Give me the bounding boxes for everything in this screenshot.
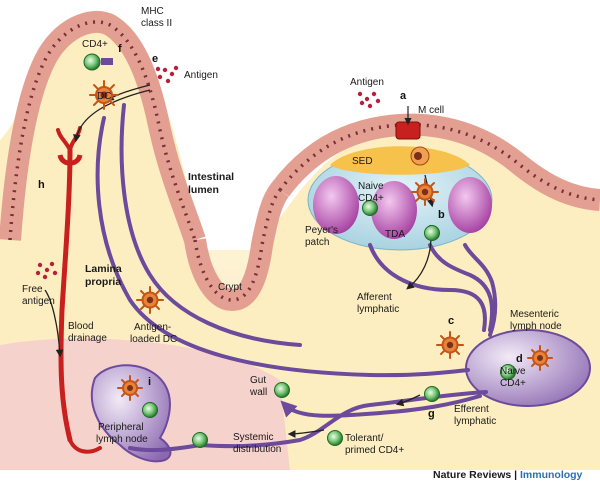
- step-letter-h: h: [38, 179, 45, 191]
- label-systemic-distribution-1: Systemic: [233, 432, 274, 443]
- step-letter-g: g: [428, 408, 435, 420]
- label-naive-cd4-pp-1: Naive: [358, 181, 384, 192]
- credit-journal: Nature Reviews: [433, 469, 511, 481]
- label-gut-wall-1: Gut: [250, 375, 266, 386]
- label-m-cell: M cell: [418, 105, 444, 116]
- m-cell: [395, 121, 421, 140]
- antigen-cluster-free: [35, 261, 58, 280]
- capillary-end: [57, 154, 83, 166]
- label-antigen-villus: Antigen: [184, 70, 218, 81]
- dc-in-sed: [410, 146, 430, 166]
- label-gut-wall-2: wall: [249, 387, 267, 398]
- label-afferent-lymphatic-1: Afferent: [357, 292, 392, 303]
- label-free-antigen-2: antigen: [22, 296, 55, 307]
- label-naive-cd4-mln-1: Naive: [500, 366, 526, 377]
- peyers-follicle-left: [313, 176, 359, 234]
- label-antigen-loaded-dc-1: Antigen-: [134, 322, 171, 333]
- lymphatic-vessels: [95, 103, 498, 453]
- credit-separator: |: [514, 469, 520, 481]
- step-letter-c: c: [448, 315, 454, 327]
- mesenteric-lymph-node: [465, 329, 591, 407]
- label-peyers-patch-2: patch: [305, 237, 329, 248]
- label-intestinal-lumen-1: Intestinal: [188, 171, 234, 183]
- sed-region: [330, 146, 470, 175]
- label-naive-cd4-mln-2: CD4+: [500, 378, 526, 389]
- label-mesenteric-lymph-node-2: lymph node: [510, 321, 562, 332]
- step-letter-i: i: [148, 376, 151, 388]
- step-letter-d: d: [516, 353, 523, 365]
- label-mhc-class-ii-1: MHC: [141, 6, 164, 17]
- label-peyers-patch-1: Peyer's: [305, 225, 338, 236]
- label-dc: DC: [97, 91, 111, 102]
- label-sed: SED: [352, 156, 373, 167]
- label-tolerant-primed-cd4-1: Tolerant/: [345, 433, 384, 444]
- step-letter-b: b: [438, 209, 445, 221]
- label-lamina-propria-2: propria: [85, 276, 121, 288]
- label-blood-drainage-1: Blood: [68, 321, 94, 332]
- label-antigen-loaded-dc-2: loaded DC: [130, 334, 177, 345]
- label-crypt: Crypt: [218, 282, 242, 293]
- label-intestinal-lumen-2: lumen: [188, 184, 219, 196]
- step-letter-a: a: [400, 90, 407, 102]
- dendritic-cells: [89, 80, 553, 401]
- label-efferent-lymphatic-2: lymphatic: [454, 416, 496, 427]
- step-letter-f: f: [118, 43, 122, 55]
- peyers-follicle-middle: [371, 181, 417, 239]
- label-afferent-lymphatic-2: lymphatic: [357, 304, 399, 315]
- label-peripheral-lymph-node-1: Peripheral: [98, 422, 144, 433]
- label-free-antigen-1: Free: [22, 284, 43, 295]
- label-efferent-lymphatic-1: Efferent: [454, 404, 489, 415]
- credit-section: Immunology: [520, 469, 583, 481]
- credit-line: Nature Reviews | Immunology: [433, 469, 583, 481]
- label-tolerant-primed-cd4-2: primed CD4+: [345, 445, 404, 456]
- mhc-tcr-contact: [101, 58, 113, 65]
- label-tda: TDA: [385, 229, 405, 240]
- antigen-cluster-mcell: [357, 91, 381, 109]
- cd4-t-cells: [83, 53, 516, 448]
- label-naive-cd4-pp-2: CD4+: [358, 193, 384, 204]
- label-mhc-class-ii-2: class II: [141, 18, 172, 29]
- label-systemic-distribution-2: distribution: [233, 444, 281, 455]
- label-antigen-mcell: Antigen: [350, 77, 384, 88]
- antigen-cluster-villus: [155, 65, 179, 84]
- label-blood-drainage-2: drainage: [68, 333, 107, 344]
- label-cd4: CD4+: [82, 39, 108, 50]
- peyers-follicle-right: [448, 177, 492, 233]
- label-peripheral-lymph-node-2: lymph node: [96, 434, 148, 445]
- label-mesenteric-lymph-node-1: Mesenteric: [510, 309, 559, 320]
- label-lamina-propria-1: Lamina: [85, 263, 122, 275]
- step-letter-e: e: [152, 53, 158, 65]
